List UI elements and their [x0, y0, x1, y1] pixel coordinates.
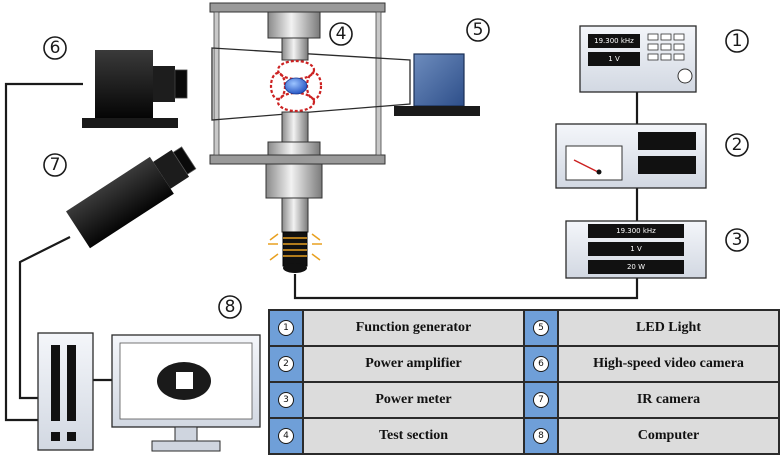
high-speed-camera-stand [82, 118, 178, 128]
svg-text:4: 4 [336, 24, 347, 44]
monitor-neck [174, 426, 198, 442]
computer [37, 332, 261, 452]
fg-keypad [647, 33, 685, 61]
cable-ir-camera-computer [18, 236, 71, 400]
svg-text:1: 1 [732, 31, 743, 51]
tower-slot-2 [67, 345, 76, 421]
fg-frequency-display [588, 34, 640, 48]
frame-post-right [375, 11, 382, 156]
amp-meter-needle [573, 159, 599, 173]
tower-slot-1 [51, 345, 60, 421]
legend-row: 2 Power amplifier 6 High-speed video cam… [268, 345, 780, 383]
legend-number: 5 [533, 319, 549, 336]
marker-6: 6 [43, 36, 67, 60]
fg-knob [677, 68, 693, 84]
svg-text:6: 6 [50, 38, 61, 58]
cables [4, 82, 639, 422]
ir-camera [66, 146, 197, 249]
led-light-stand [394, 106, 480, 116]
legend-label: IR camera [557, 381, 780, 419]
legend-label: LED Light [557, 309, 780, 347]
amp-display-2 [638, 156, 696, 174]
lower-rod-collar [267, 141, 321, 156]
upper-rod [281, 37, 309, 61]
ir-camera-body [66, 156, 174, 249]
led-light [394, 53, 480, 116]
ir-camera-lens-ring [172, 146, 197, 175]
svg-text:2: 2 [732, 135, 743, 155]
pm-voltage-display [588, 242, 684, 256]
top-frame-plate [209, 2, 386, 13]
legend-number: 1 [278, 319, 294, 336]
lower-rod [281, 111, 309, 143]
upper-rod-collar [267, 11, 321, 39]
marker-1: 1 [725, 29, 749, 53]
legend-row: 4 Test section 8 Computer [268, 417, 780, 455]
pm-power-display [588, 260, 684, 274]
legend-number: 7 [533, 391, 549, 408]
svg-text:5: 5 [473, 20, 484, 40]
pm-frequency-display [588, 224, 684, 238]
marker-2: 2 [725, 133, 749, 157]
light-beam [211, 47, 411, 121]
monitor-base [151, 440, 221, 452]
transducer-base [283, 263, 307, 273]
svg-text:8: 8 [225, 297, 236, 317]
high-speed-camera-body [95, 50, 153, 118]
legend-number: 2 [278, 355, 294, 372]
legend-table: 1 Function generator 5 LED Light 2 Power… [268, 309, 780, 455]
bottom-frame-plate [209, 154, 386, 165]
function-generator: 19.300 kHz 1 V [579, 25, 697, 93]
legend-number: 3 [278, 391, 294, 408]
marker-3: 3 [725, 228, 749, 252]
legend-number: 4 [278, 427, 294, 444]
pm-frequency-text: 19.300 kHz [616, 227, 656, 235]
legend-row: 1 Function generator 5 LED Light [268, 309, 780, 347]
marker-8: 8 [218, 295, 242, 319]
pm-power-text: 20 W [627, 263, 645, 271]
frame-post-left [213, 11, 220, 156]
high-speed-camera-lens [153, 66, 175, 102]
power-meter: 19.300 kHz 1 V 20 W [565, 220, 707, 279]
transducer-horn [281, 197, 309, 233]
power-amplifier [555, 123, 707, 189]
svg-text:7: 7 [50, 155, 61, 175]
levitated-droplet [284, 77, 308, 95]
marker-4: 4 [329, 22, 353, 46]
high-speed-camera [82, 50, 188, 128]
legend-label: Function generator [302, 309, 525, 347]
legend-label: Computer [557, 417, 780, 455]
transducer-rings [268, 233, 322, 261]
tower-button-2 [67, 432, 76, 441]
high-speed-camera-lens-ring [174, 69, 188, 99]
cable-meter-transducer [293, 274, 639, 300]
fg-frequency-text: 19.300 kHz [594, 37, 634, 45]
svg-text:3: 3 [732, 230, 743, 250]
fg-voltage-display [588, 52, 640, 66]
transducer-housing [265, 163, 323, 199]
legend-label: Test section [302, 417, 525, 455]
fg-voltage-text: 1 V [608, 55, 620, 63]
marker-7: 7 [43, 153, 67, 177]
amp-meter-pivot [596, 169, 602, 175]
amp-analog-meter [565, 145, 623, 181]
transducer-stack [282, 231, 308, 267]
test-section [209, 2, 411, 273]
legend-number: 8 [533, 427, 549, 444]
screen-droplet-highlight [176, 372, 193, 389]
pm-voltage-text: 1 V [630, 245, 642, 253]
tower-button-1 [51, 432, 60, 441]
computer-tower [37, 332, 94, 451]
led-light-panel [413, 53, 465, 107]
marker-5: 5 [466, 18, 490, 42]
legend-row: 3 Power meter 7 IR camera [268, 381, 780, 419]
legend-number: 6 [533, 355, 549, 372]
legend-label: High-speed video camera [557, 345, 780, 383]
cable-highspeed-camera-computer [4, 82, 83, 422]
amp-display-1 [638, 132, 696, 150]
legend-label: Power amplifier [302, 345, 525, 383]
legend-label: Power meter [302, 381, 525, 419]
ir-camera-lens [153, 149, 190, 189]
